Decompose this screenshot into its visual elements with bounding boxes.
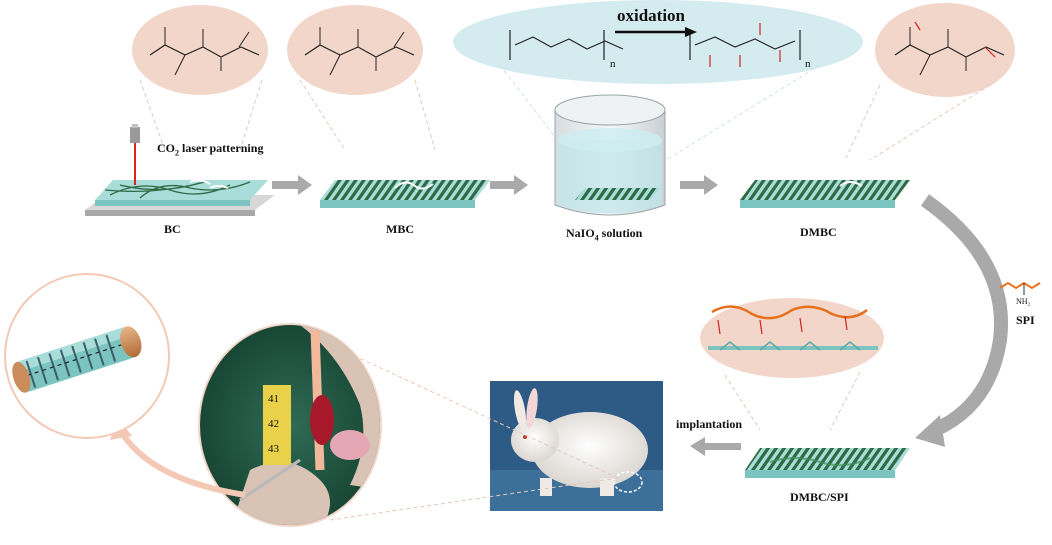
ruler-mark-43: 43 bbox=[268, 443, 279, 455]
spi-chain-icon bbox=[999, 281, 1041, 295]
dmbc-spi-zoom-lines bbox=[724, 371, 861, 431]
ruler-mark-41: 41 bbox=[268, 393, 279, 405]
mbc-zoom-lines bbox=[299, 79, 436, 151]
laser-icon bbox=[130, 124, 140, 185]
co2-suffix: laser patterning bbox=[179, 141, 264, 155]
label-dmbc-spi: DMBC/SPI bbox=[790, 490, 849, 504]
bc-molecule-bubble bbox=[132, 5, 268, 95]
mbc-molecule-bubble bbox=[287, 5, 423, 95]
naio4-beaker bbox=[554, 94, 666, 216]
co2-prefix: CO bbox=[157, 141, 175, 155]
rabbit-photo bbox=[490, 381, 663, 511]
arrow-bc-to-mbc bbox=[272, 175, 312, 195]
dmbc-scaffold bbox=[740, 180, 910, 208]
arrow-mbc-to-naio4 bbox=[490, 175, 528, 195]
label-mbc: MBC bbox=[386, 222, 414, 236]
label-implantation: implantation bbox=[676, 417, 743, 431]
dmbc-spi-molecule-bubble bbox=[700, 298, 884, 378]
bc-zoom-lines bbox=[139, 79, 263, 151]
curved-arrow-dmbc-to-spi bbox=[915, 194, 1008, 447]
ruler-mark-42: 42 bbox=[268, 418, 279, 430]
arrow-naio4-to-dmbc bbox=[680, 175, 718, 195]
implantation-arrow bbox=[690, 437, 741, 456]
oxidation-zoom-lines bbox=[499, 64, 821, 171]
bc-scaffold bbox=[85, 179, 275, 216]
dmbc-molecule-bubble bbox=[875, 3, 1015, 97]
naio4-prefix: NaIO bbox=[566, 226, 595, 240]
label-co2-laser-patterning: CO2 laser patterning bbox=[157, 141, 263, 157]
label-nh2: NH₂ bbox=[1016, 297, 1031, 306]
naio4-subscript: 4 bbox=[594, 233, 599, 243]
label-naio4-solution: NaIO4 solution bbox=[566, 226, 642, 242]
label-bc: BC bbox=[164, 222, 181, 236]
label-spi: SPI bbox=[1016, 313, 1035, 327]
label-dmbc: DMBC bbox=[800, 225, 837, 239]
co2-subscript: 2 bbox=[175, 148, 179, 158]
label-n-subscript-left: n bbox=[610, 58, 616, 70]
naio4-suffix: solution bbox=[598, 226, 643, 240]
oxidation-ellipse bbox=[453, 0, 863, 84]
mbc-scaffold bbox=[320, 180, 490, 208]
rabbit-zoom-lines bbox=[319, 339, 619, 521]
label-oxidation: oxidation bbox=[617, 6, 686, 25]
label-n-subscript-right: n bbox=[805, 58, 811, 70]
dmbc-zoom-lines bbox=[844, 84, 991, 161]
surgery-photo bbox=[198, 323, 382, 527]
nerve-conduit-bubble bbox=[4, 273, 170, 439]
dmbc-spi-scaffold bbox=[745, 448, 910, 478]
